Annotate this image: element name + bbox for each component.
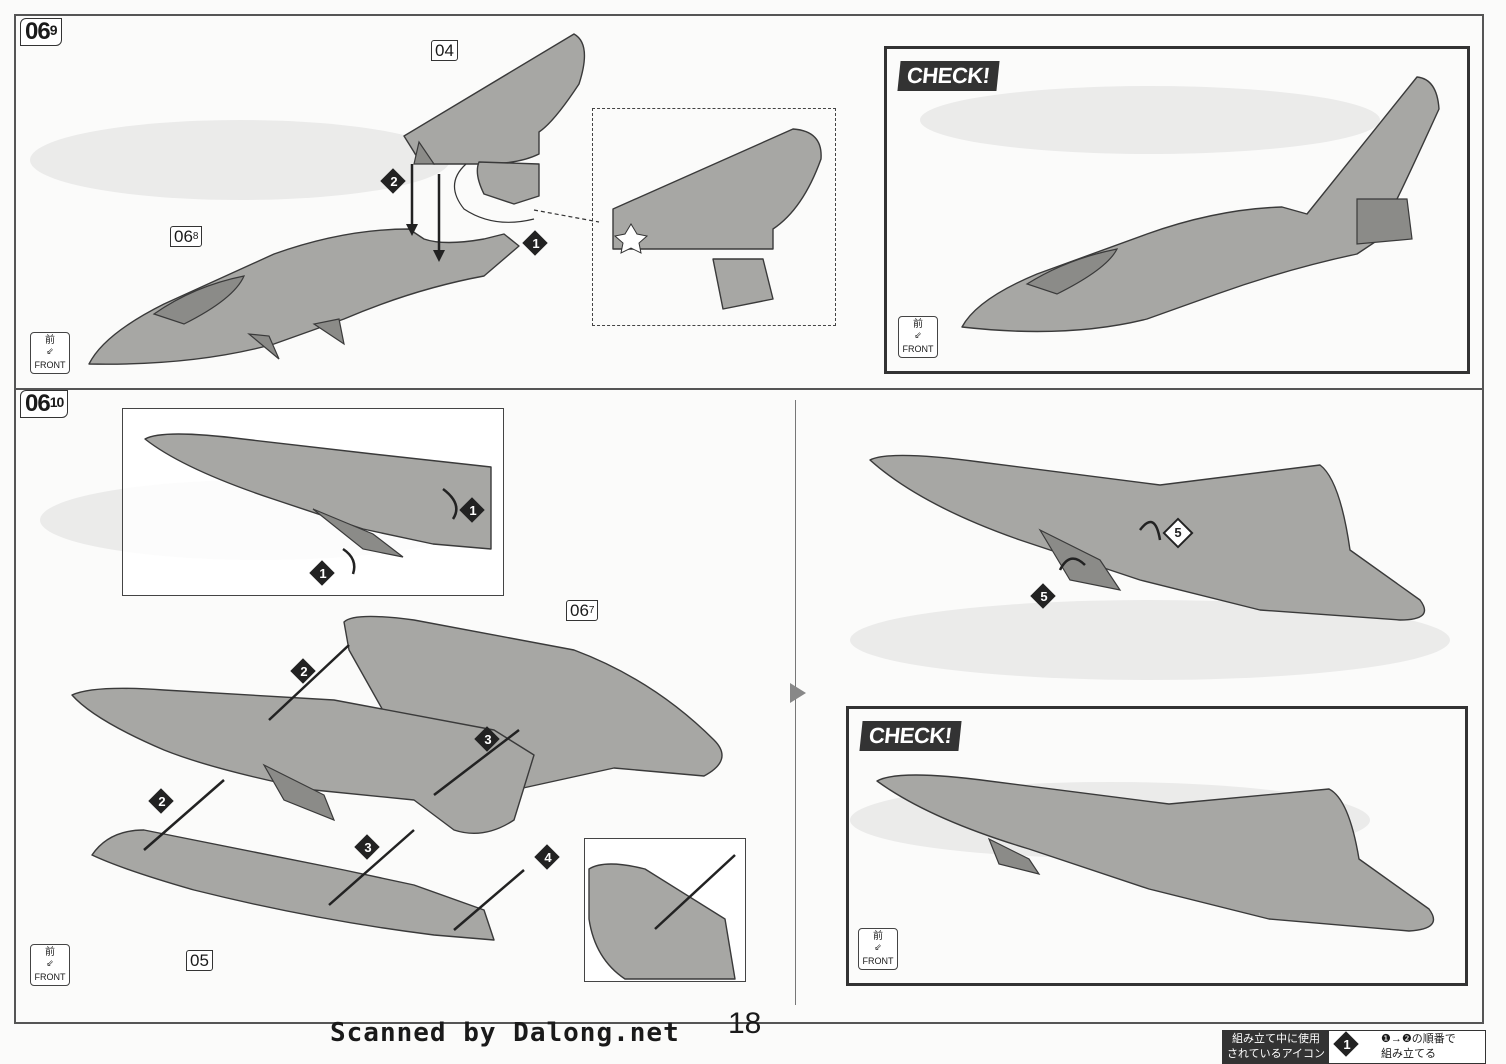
step-number-main: 06 xyxy=(25,390,51,417)
step-badge-1: 1 xyxy=(522,230,548,256)
detail-inset-fold-parts: 1 1 xyxy=(122,408,504,596)
step-badge-5: 5 xyxy=(1162,517,1194,549)
icon-legend: 組み立て中に使用 されているアイコン 1 ❶→❷の順番で 組み立てる xyxy=(1222,1030,1486,1064)
check-box-06-9: CHECK! xyxy=(884,46,1470,374)
step-ref-sub: 7 xyxy=(588,605,595,616)
detail-inset-nozzle xyxy=(584,838,746,982)
legend-order-line: 組み立てる xyxy=(1381,1048,1436,1060)
front-direction-icon: 前⇙FRONT xyxy=(30,332,70,374)
check-result-illustration-06-10 xyxy=(876,774,1435,932)
jet-assembly-illustration-06-9 xyxy=(88,33,600,365)
detail-inset-jet xyxy=(144,433,492,575)
step-badge-4: 4 xyxy=(534,844,560,870)
legend-description-line: 組み立て中に使用 xyxy=(1232,1033,1320,1045)
step-divider xyxy=(795,400,796,1005)
step-badge-2: 2 xyxy=(290,658,316,684)
detail-inset-dashed xyxy=(592,108,836,326)
front-direction-icon: 前⇙FRONT xyxy=(30,944,70,986)
part-tag-04: 04 xyxy=(431,40,458,61)
legend-description: 組み立て中に使用 されているアイコン xyxy=(1223,1031,1329,1064)
page-number: 18 xyxy=(728,1007,762,1040)
check-result-illustration-06-9 xyxy=(961,76,1440,333)
legend-step-badge: 1 xyxy=(1333,1031,1359,1057)
next-step-triangle xyxy=(790,683,806,703)
detail-inset-illustration xyxy=(612,128,822,310)
front-direction-icon: 前⇙FRONT xyxy=(858,928,898,970)
part-tag-05: 05 xyxy=(186,950,213,971)
jet-assembly-illustration-06-10 xyxy=(71,615,723,941)
part-tag-label: 05 xyxy=(190,951,209,970)
step-badge-2: 2 xyxy=(380,168,406,194)
step-badge-3: 3 xyxy=(474,726,500,752)
step-ref-tag-06-8: 068 xyxy=(170,226,203,247)
step-badge-1: 1 xyxy=(459,497,485,523)
step-ref-main: 06 xyxy=(174,227,193,246)
step-panel-06-10 xyxy=(14,388,1484,1024)
part-tag-label: 04 xyxy=(435,41,454,60)
step-badge-2: 2 xyxy=(148,788,174,814)
step-number-06-9: 069 xyxy=(20,18,62,46)
step-number-main: 06 xyxy=(25,18,51,45)
jet-illustration-step-5 xyxy=(869,454,1426,621)
step-number-sub: 9 xyxy=(49,22,58,38)
step-ref-sub: 8 xyxy=(192,231,199,242)
step-badge-3: 3 xyxy=(354,834,380,860)
step-number-06-10: 0610 xyxy=(20,390,69,418)
legend-order-text: ❶→❷の順番で 組み立てる xyxy=(1381,1032,1456,1062)
step-badge-5: 5 xyxy=(1030,583,1056,609)
scan-credit: Scanned by Dalong.net xyxy=(330,1018,680,1048)
legend-order-line: ❶→❷の順番で xyxy=(1381,1033,1456,1045)
check-box-06-10: CHECK! xyxy=(846,706,1468,986)
legend-description-line: されているアイコン xyxy=(1226,1048,1326,1060)
step-number-sub: 10 xyxy=(49,394,65,410)
detail-inset-nozzle-illustration xyxy=(588,854,736,980)
step-badge-1: 1 xyxy=(309,560,335,586)
step-ref-tag-06-7: 067 xyxy=(566,600,599,621)
step-ref-main: 06 xyxy=(570,601,589,620)
front-direction-icon: 前⇙FRONT xyxy=(898,316,938,358)
